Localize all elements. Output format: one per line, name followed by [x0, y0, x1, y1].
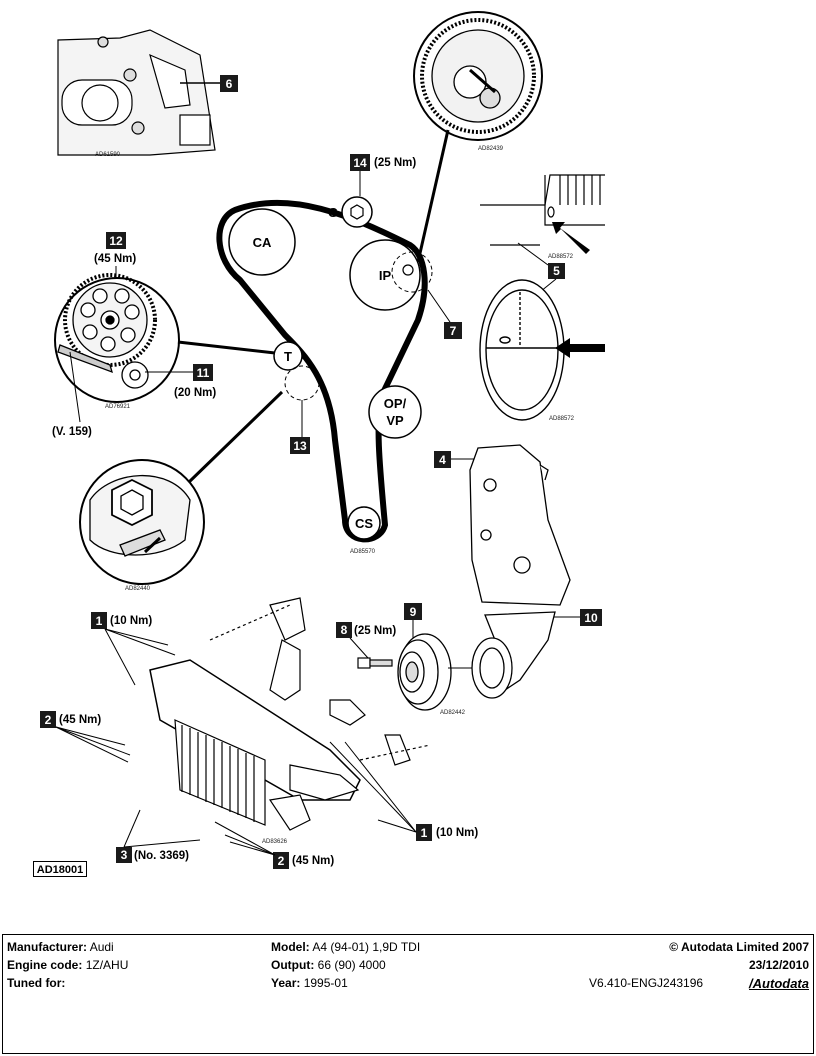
- svg-text:6: 6: [226, 77, 233, 91]
- callout-5: 5: [548, 263, 565, 279]
- info-footer: Manufacturer: Audi Engine code: 1Z/AHU T…: [2, 934, 814, 1054]
- callout-14: 14: [350, 154, 370, 171]
- svg-text:9: 9: [410, 605, 417, 619]
- svg-text:AD82442: AD82442: [440, 710, 466, 716]
- svg-text:1: 1: [421, 826, 428, 840]
- version-code: V6.410-ENGJ243196: [589, 976, 704, 990]
- model-value: A4 (94-01) 1,9D TDI: [312, 940, 421, 954]
- svg-text:AD61590: AD61590: [95, 152, 121, 158]
- svg-text:(No. 3369): (No. 3369): [134, 850, 189, 862]
- callout-4: 4: [434, 451, 451, 468]
- svg-text:(20 Nm): (20 Nm): [174, 387, 216, 399]
- svg-text:12: 12: [109, 234, 123, 248]
- callout-10: 10: [580, 609, 602, 626]
- svg-text:(10 Nm): (10 Nm): [110, 615, 152, 627]
- year-value: 1995-01: [303, 976, 348, 990]
- callout-2-top: 2: [40, 711, 56, 728]
- svg-text:10: 10: [584, 611, 598, 625]
- engine-code-value: 1Z/AHU: [85, 958, 129, 972]
- lower-cover: [471, 611, 556, 699]
- svg-text:AD82440: AD82440: [125, 586, 151, 592]
- timing-cover: [469, 444, 571, 606]
- year-row: Year: 1995-01: [271, 976, 348, 990]
- pulley-g: G: [328, 196, 373, 228]
- svg-text:5: 5: [553, 264, 560, 278]
- pulley-ip: IP: [349, 239, 433, 311]
- svg-text:13: 13: [293, 439, 307, 453]
- manufacturer-row: Manufacturer: Audi: [7, 940, 114, 954]
- svg-text:VP: VP: [386, 413, 404, 428]
- diagram-reference-code: AD18001: [33, 861, 87, 877]
- callout-3: 3: [116, 847, 132, 863]
- svg-text:(10 Nm): (10 Nm): [436, 827, 478, 839]
- callout-1-bottom: 1: [416, 824, 432, 841]
- injection-pump-inset: [413, 11, 543, 141]
- svg-text:CA: CA: [253, 235, 272, 250]
- callout-13: 13: [290, 437, 310, 454]
- timing-mark-inset-oval: [479, 279, 565, 421]
- svg-text:CS: CS: [355, 516, 373, 531]
- tuned-for-row: Tuned for:: [7, 976, 66, 990]
- callout-11: 11: [193, 364, 213, 381]
- timing-belt-diagram: 6 AD61590 AD82439 AD88572 5 AD88572: [40, 11, 605, 869]
- svg-text:G: G: [328, 205, 338, 220]
- print-date: 23/12/2010: [748, 958, 809, 972]
- svg-text:AD88572: AD88572: [548, 254, 574, 260]
- callout-6: 6: [220, 75, 238, 92]
- svg-text:1: 1: [96, 614, 103, 628]
- timing-mark-inset-top: [480, 174, 605, 246]
- output-row: Output: 66 (90) 4000: [271, 958, 386, 972]
- svg-text:(45 Nm): (45 Nm): [292, 855, 334, 867]
- svg-text:(45 Nm): (45 Nm): [94, 253, 136, 265]
- arrow-icon: [555, 338, 605, 358]
- tensioner-inset: [79, 459, 205, 585]
- svg-text:(V. 159): (V. 159): [52, 426, 92, 438]
- svg-text:2: 2: [45, 713, 52, 727]
- svg-text:IP: IP: [379, 268, 392, 283]
- svg-text:11: 11: [197, 366, 210, 380]
- svg-text:AD88572: AD88572: [549, 416, 575, 422]
- svg-text:OP/: OP/: [384, 396, 407, 411]
- svg-text:(25 Nm): (25 Nm): [374, 157, 416, 169]
- svg-text:8: 8: [341, 623, 348, 637]
- front-panel-assembly: [149, 597, 431, 831]
- callout-9: 9: [404, 603, 422, 620]
- svg-text:AD82439: AD82439: [478, 146, 504, 152]
- svg-text:AD85570: AD85570: [350, 549, 376, 555]
- svg-text:14: 14: [353, 156, 367, 170]
- callout-12: 12: [106, 232, 126, 249]
- pulley-op-vp: OP/ VP: [368, 385, 422, 439]
- callout-1-top: 1: [91, 612, 107, 629]
- svg-text:AD83626: AD83626: [262, 839, 288, 845]
- svg-text:4: 4: [439, 453, 446, 467]
- output-value: 66 (90) 4000: [317, 958, 386, 972]
- callout-8: 8: [336, 622, 352, 638]
- crankshaft-bolt: [357, 657, 393, 669]
- camshaft-inset: [57, 29, 216, 156]
- callout-7: 7: [444, 322, 462, 339]
- camshaft-sprocket-inset: [54, 273, 180, 403]
- pulley-tensioner: T: [273, 341, 320, 401]
- autodata-logo: /Autodata: [749, 976, 809, 991]
- model-row: Model: A4 (94-01) 1,9D TDI: [271, 940, 421, 954]
- pulley-ca: CA: [228, 208, 296, 276]
- svg-text:T: T: [284, 349, 292, 364]
- pulley-cs: CS: [347, 506, 381, 540]
- copyright: © Autodata Limited 2007: [669, 940, 809, 954]
- svg-text:AD76921: AD76921: [105, 404, 131, 410]
- timing-belt: [216, 199, 428, 543]
- svg-text:(45 Nm): (45 Nm): [59, 714, 101, 726]
- svg-text:7: 7: [450, 324, 457, 338]
- svg-text:3: 3: [121, 848, 128, 862]
- engine-code-row: Engine code: 1Z/AHU: [7, 958, 129, 972]
- arrow-icon: [552, 222, 590, 254]
- callout-2-bottom: 2: [273, 852, 289, 869]
- crankshaft-pulley: [397, 633, 452, 711]
- svg-text:(25 Nm): (25 Nm): [354, 625, 396, 637]
- svg-text:2: 2: [278, 854, 285, 868]
- manufacturer-value: Audi: [89, 940, 114, 954]
